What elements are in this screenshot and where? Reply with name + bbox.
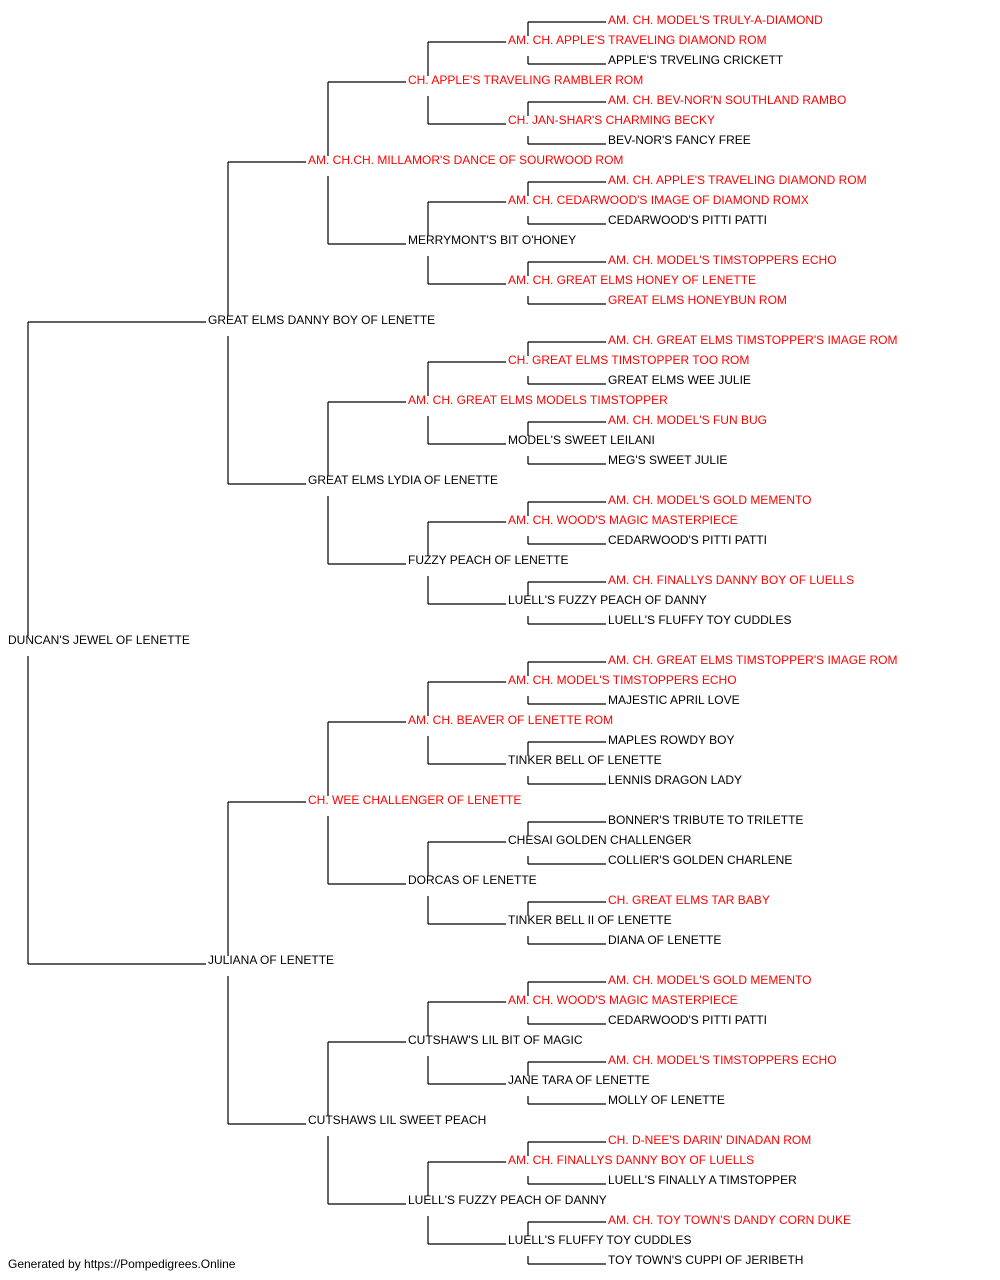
- pedigree-name-9: AM. CH. GREAT ELMS MODELS TIMSTOPPER: [408, 393, 668, 407]
- pedigree-name-39: AM. CH. GREAT ELMS TIMSTOPPER'S IMAGE RO…: [608, 333, 897, 347]
- pedigree-name-59: CH. D-NEE'S DARIN' DINADAN ROM: [608, 1133, 811, 1147]
- pedigree-name-61: AM. CH. TOY TOWN'S DANDY CORN DUKE: [608, 1213, 851, 1227]
- pedigree-name-27: AM. CH. WOOD'S MAGIC MASTERPIECE: [508, 993, 738, 1007]
- pedigree-name-2: JULIANA OF LENETTE: [208, 953, 334, 967]
- pedigree-name-13: CUTSHAW'S LIL BIT OF MAGIC: [408, 1033, 583, 1047]
- pedigree-name-22: LUELL'S FUZZY PEACH OF DANNY: [508, 593, 707, 607]
- pedigree-name-14: LUELL'S FUZZY PEACH OF DANNY: [408, 1193, 607, 1207]
- pedigree-name-24: TINKER BELL OF LENETTE: [508, 753, 662, 767]
- pedigree-name-57: AM. CH. MODEL'S TIMSTOPPERS ECHO: [608, 1053, 837, 1067]
- pedigree-name-52: COLLIER'S GOLDEN CHARLENE: [608, 853, 792, 867]
- pedigree-name-40: GREAT ELMS WEE JULIE: [608, 373, 751, 387]
- pedigree-name-55: AM. CH. MODEL'S GOLD MEMENTO: [608, 973, 811, 987]
- pedigree-name-51: BONNER'S TRIBUTE TO TRILETTE: [608, 813, 803, 827]
- footer-credit: Generated by https://Pompedigrees.Online: [8, 1257, 236, 1271]
- pedigree-name-5: CH. WEE CHALLENGER OF LENETTE: [308, 793, 521, 807]
- pedigree-name-49: MAPLES ROWDY BOY: [608, 733, 734, 747]
- pedigree-name-1: GREAT ELMS DANNY BOY OF LENETTE: [208, 313, 435, 327]
- pedigree-name-41: AM. CH. MODEL'S FUN BUG: [608, 413, 767, 427]
- pedigree-name-17: AM. CH. CEDARWOOD'S IMAGE OF DIAMOND ROM…: [508, 193, 809, 207]
- pedigree-name-4: GREAT ELMS LYDIA OF LENETTE: [308, 473, 498, 487]
- pedigree-name-44: CEDARWOOD'S PITTI PATTI: [608, 533, 767, 547]
- pedigree-name-29: AM. CH. FINALLYS DANNY BOY OF LUELLS: [508, 1153, 754, 1167]
- pedigree-name-33: AM. CH. BEV-NOR'N SOUTHLAND RAMBO: [608, 93, 846, 107]
- pedigree-name-62: TOY TOWN'S CUPPI OF JERIBETH: [608, 1253, 803, 1267]
- pedigree-name-20: MODEL'S SWEET LEILANI: [508, 433, 655, 447]
- pedigree-name-42: MEG'S SWEET JULIE: [608, 453, 727, 467]
- pedigree-name-50: LENNIS DRAGON LADY: [608, 773, 742, 787]
- pedigree-name-56: CEDARWOOD'S PITTI PATTI: [608, 1013, 767, 1027]
- pedigree-name-25: CHESAI GOLDEN CHALLENGER: [508, 833, 692, 847]
- pedigree-name-16: CH. JAN-SHAR'S CHARMING BECKY: [508, 113, 715, 127]
- pedigree-name-32: APPLE'S TRVELING CRICKETT: [608, 53, 784, 67]
- pedigree-name-12: DORCAS OF LENETTE: [408, 873, 537, 887]
- pedigree-name-19: CH. GREAT ELMS TIMSTOPPER TOO ROM: [508, 353, 749, 367]
- pedigree-name-58: MOLLY OF LENETTE: [608, 1093, 725, 1107]
- pedigree-name-34: BEV-NOR'S FANCY FREE: [608, 133, 751, 147]
- pedigree-name-6: CUTSHAWS LIL SWEET PEACH: [308, 1113, 486, 1127]
- pedigree-name-48: MAJESTIC APRIL LOVE: [608, 693, 740, 707]
- pedigree-name-18: AM. CH. GREAT ELMS HONEY OF LENETTE: [508, 273, 756, 287]
- pedigree-name-0: DUNCAN'S JEWEL OF LENETTE: [8, 633, 190, 647]
- pedigree-name-46: LUELL'S FLUFFY TOY CUDDLES: [608, 613, 791, 627]
- pedigree-names: DUNCAN'S JEWEL OF LENETTE GREAT ELMS DANN…: [8, 13, 897, 1267]
- pedigree-name-53: CH. GREAT ELMS TAR BABY: [608, 893, 770, 907]
- pedigree-name-45: AM. CH. FINALLYS DANNY BOY OF LUELLS: [608, 573, 854, 587]
- pedigree-name-60: LUELL'S FINALLY A TIMSTOPPER: [608, 1173, 797, 1187]
- pedigree-name-26: TINKER BELL II OF LENETTE: [508, 913, 672, 927]
- pedigree-name-15: AM. CH. APPLE'S TRAVELING DIAMOND ROM: [508, 33, 767, 47]
- pedigree-name-54: DIANA OF LENETTE: [608, 933, 721, 947]
- pedigree-name-37: AM. CH. MODEL'S TIMSTOPPERS ECHO: [608, 253, 837, 267]
- pedigree-name-35: AM. CH. APPLE'S TRAVELING DIAMOND ROM: [608, 173, 867, 187]
- pedigree-name-47: AM. CH. GREAT ELMS TIMSTOPPER'S IMAGE RO…: [608, 653, 897, 667]
- pedigree-name-3: AM. CH.CH. MILLAMOR'S DANCE OF SOURWOOD …: [308, 153, 623, 167]
- pedigree-name-38: GREAT ELMS HONEYBUN ROM: [608, 293, 787, 307]
- pedigree-name-31: AM. CH. MODEL'S TRULY-A-DIAMOND: [608, 13, 823, 27]
- pedigree-name-23: AM. CH. MODEL'S TIMSTOPPERS ECHO: [508, 673, 737, 687]
- pedigree-connector-lines: [27, 21, 606, 1265]
- pedigree-name-28: JANE TARA OF LENETTE: [508, 1073, 650, 1087]
- pedigree-name-8: MERRYMONT'S BIT O'HONEY: [408, 233, 576, 247]
- pedigree-name-10: FUZZY PEACH OF LENETTE: [408, 553, 568, 567]
- pedigree-name-7: CH. APPLE'S TRAVELING RAMBLER ROM: [408, 73, 643, 87]
- pedigree-name-21: AM. CH. WOOD'S MAGIC MASTERPIECE: [508, 513, 738, 527]
- pedigree-name-43: AM. CH. MODEL'S GOLD MEMENTO: [608, 493, 811, 507]
- pedigree-name-36: CEDARWOOD'S PITTI PATTI: [608, 213, 767, 227]
- pedigree-name-30: LUELL'S FLUFFY TOY CUDDLES: [508, 1233, 691, 1247]
- pedigree-name-11: AM. CH. BEAVER OF LENETTE ROM: [408, 713, 613, 727]
